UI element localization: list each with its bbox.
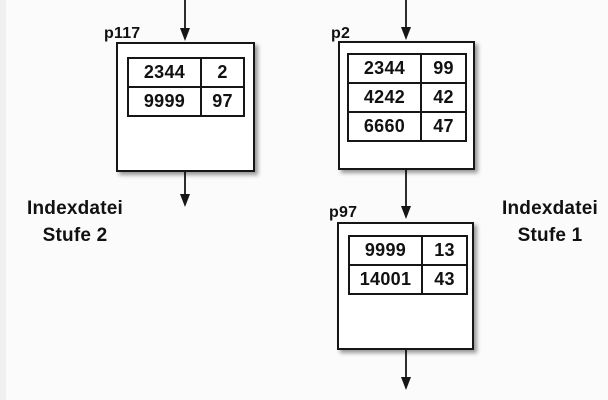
- pointer-cell: 13: [434, 240, 455, 260]
- table-row: 2344 99: [349, 55, 465, 84]
- key-cell: 14001: [350, 266, 423, 293]
- table-row: 9999 13: [350, 237, 466, 266]
- node-label-p117: p117: [104, 25, 141, 42]
- arrow-down-icon-p2-to-p97: [401, 170, 411, 219]
- key-cell: 6660: [349, 113, 422, 140]
- arrow-down-icon-out-of-p97: [401, 349, 411, 390]
- key-cell: 9999: [350, 237, 423, 264]
- level-label-stufe-2: Indexdatei Stufe 2: [10, 195, 140, 249]
- arrow-down-icon-out-of-p117: [180, 172, 190, 207]
- table-row: 6660 47: [349, 113, 465, 140]
- pointer-cell: 97: [212, 91, 233, 111]
- pointer-cell: 43: [434, 269, 455, 289]
- key-cell: 2344: [129, 59, 202, 86]
- index-table-p2: 2344 99 4242 42 6660 47: [347, 53, 467, 142]
- node-box-p117: 2344 2 9999 97: [116, 42, 255, 172]
- table-row: 2344 2: [129, 59, 243, 88]
- pointer-cell: 99: [433, 58, 454, 78]
- index-table-p97: 9999 13 14001 43: [348, 235, 468, 295]
- node-label-p97: p97: [329, 204, 358, 221]
- table-row: 14001 43: [350, 266, 466, 293]
- node-box-p97: 9999 13 14001 43: [337, 222, 474, 350]
- arrow-down-icon-into-p2: [401, 0, 411, 40]
- pointer-cell: 42: [433, 87, 454, 107]
- node-box-p2: 2344 99 4242 42 6660 47: [338, 41, 475, 170]
- page-edge-strip: [0, 0, 6, 400]
- level-label-line1: Indexdatei: [502, 198, 598, 219]
- level-label-line2: Stufe 1: [517, 225, 583, 246]
- arrow-down-icon-into-p117: [180, 0, 190, 41]
- key-cell: 2344: [349, 55, 422, 82]
- level-label-stufe-1: Indexdatei Stufe 1: [487, 195, 608, 249]
- key-cell: 4242: [349, 84, 422, 111]
- level-label-line2: Stufe 2: [42, 225, 108, 246]
- table-row: 9999 97: [129, 88, 243, 115]
- key-cell: 9999: [129, 88, 202, 115]
- level-label-line1: Indexdatei: [27, 198, 123, 219]
- pointer-cell: 47: [433, 116, 454, 136]
- index-table-p117: 2344 2 9999 97: [127, 57, 245, 117]
- pointer-cell: 2: [217, 62, 228, 82]
- node-label-p2: p2: [331, 25, 351, 42]
- table-row: 4242 42: [349, 84, 465, 113]
